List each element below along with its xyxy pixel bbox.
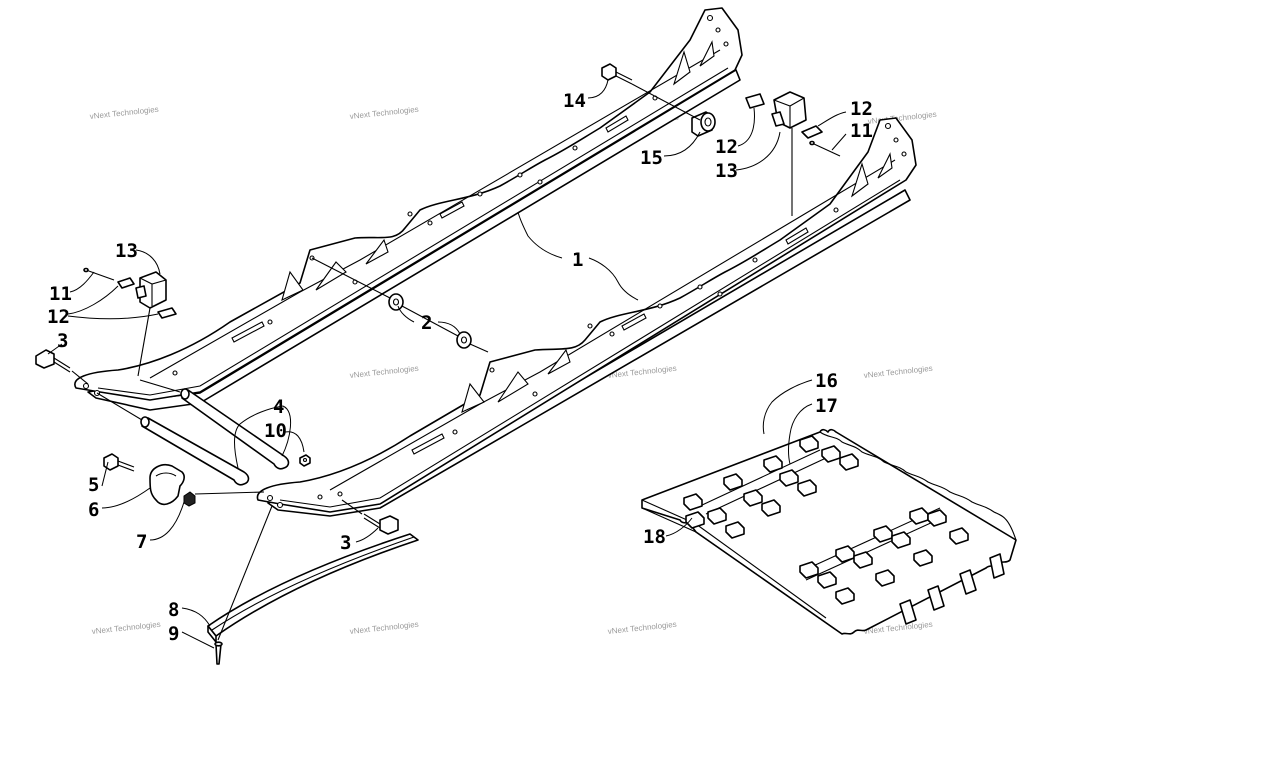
slide-rail-upper[interactable] [74,7,743,411]
callout-c12a[interactable]: 12 [47,306,70,328]
spacer-washers[interactable] [388,293,472,349]
pin-right-11[interactable] [809,140,841,157]
bolt-14[interactable] [601,63,633,85]
watermark-text: vNext Technologies [349,364,419,380]
clip-right-12[interactable] [745,93,823,139]
watermark: vNext Technologies [607,620,677,636]
slide-block-6[interactable] [149,463,185,506]
watermark-text: vNext Technologies [89,105,159,121]
bolt-5[interactable] [103,453,135,472]
cross-shafts[interactable] [140,388,290,486]
watermark-text: vNext Technologies [349,105,419,121]
watermark-text: vNext Technologies [867,110,937,126]
track-clip-18[interactable] [685,511,705,529]
pin-left-11[interactable] [83,267,115,281]
bracket-left-13[interactable] [135,271,167,309]
callout-c7[interactable]: 7 [136,531,147,553]
watermark-text: vNext Technologies [607,620,677,636]
nut-10[interactable] [299,454,311,467]
watermark: vNext Technologies [863,364,933,380]
slide-rail-lower[interactable] [256,117,917,517]
callout-c13b[interactable]: 13 [715,160,738,182]
callout-c10[interactable]: 10 [264,420,287,442]
callout-c4[interactable]: 4 [273,396,284,418]
watermark: vNext Technologies [867,110,937,126]
callout-c16[interactable]: 16 [815,370,838,392]
callout-c14[interactable]: 14 [563,90,586,112]
callout-c15[interactable]: 15 [640,147,663,169]
callout-c13a[interactable]: 13 [115,240,138,262]
callout-c8[interactable]: 8 [168,599,179,621]
callout-c2[interactable]: 2 [421,312,432,334]
callout-c6[interactable]: 6 [88,499,99,521]
callout-c9[interactable]: 9 [168,623,179,645]
screw-9[interactable] [214,641,223,665]
callout-c5[interactable]: 5 [88,474,99,496]
clip-left-12[interactable] [117,277,177,319]
callout-c12b[interactable]: 12 [715,136,738,158]
callout-c1[interactable]: 1 [572,249,583,271]
callout-c11b[interactable]: 11 [850,120,873,142]
watermark: vNext Technologies [349,364,419,380]
bushing-15[interactable] [691,111,716,137]
callout-c12c[interactable]: 12 [850,98,873,120]
wear-strip-8[interactable] [207,533,419,643]
watermark: vNext Technologies [349,620,419,636]
watermark-text: vNext Technologies [863,364,933,380]
bracket-right-13[interactable] [771,91,807,129]
bolt-front[interactable] [35,349,71,373]
callout-c3a[interactable]: 3 [57,330,68,352]
watermark: vNext Technologies [91,620,161,636]
callout-c11a[interactable]: 11 [49,283,72,305]
track-clips-17[interactable] [683,435,969,605]
watermark: vNext Technologies [89,105,159,121]
bolt-rear[interactable] [363,513,399,535]
rail-holes-lower [266,122,907,509]
rail-holes-upper [82,14,729,397]
callout-c17[interactable]: 17 [815,395,838,417]
watermark-text: vNext Technologies [349,620,419,636]
callout-c18[interactable]: 18 [643,526,666,548]
watermark-text: vNext Technologies [91,620,161,636]
callout-c3b[interactable]: 3 [340,532,351,554]
leader-lines [47,79,847,649]
watermark: vNext Technologies [349,105,419,121]
nut-7[interactable] [183,491,196,507]
